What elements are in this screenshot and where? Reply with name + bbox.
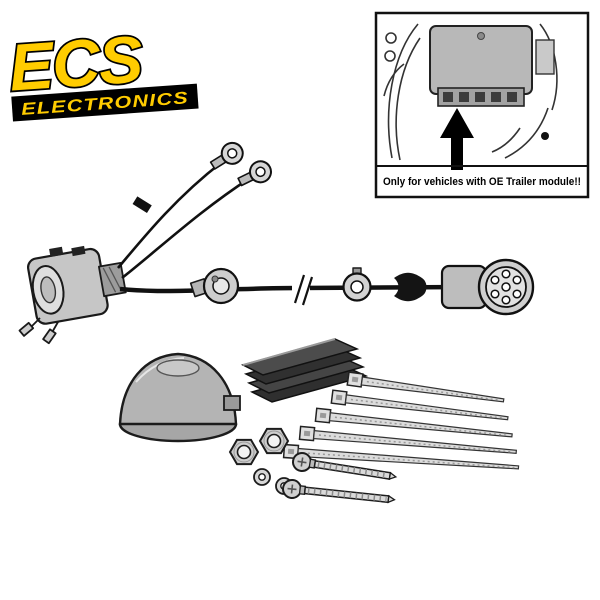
bolt bbox=[282, 479, 396, 504]
inline-connector-right bbox=[342, 267, 372, 302]
cable-tie-on-wires bbox=[132, 196, 152, 214]
hex-nuts bbox=[228, 427, 290, 466]
cable-tie bbox=[346, 371, 505, 403]
washer bbox=[253, 468, 271, 486]
ring-terminal bbox=[209, 141, 244, 170]
cable-tie bbox=[314, 407, 513, 438]
rubber-grommet-cover bbox=[118, 352, 241, 443]
towing-socket-housing bbox=[26, 245, 127, 325]
bolt bbox=[292, 452, 398, 481]
vehicle-sketch bbox=[383, 23, 558, 161]
spade-terminals bbox=[18, 317, 59, 345]
hex-nut bbox=[258, 427, 290, 455]
bolts bbox=[282, 452, 398, 504]
grommet-notch bbox=[223, 395, 241, 411]
cable-grommet bbox=[394, 272, 427, 302]
foam-pads bbox=[240, 338, 369, 403]
inline-connector-left bbox=[189, 267, 240, 305]
arrow-up-icon bbox=[440, 108, 474, 170]
cable-break-mark bbox=[292, 271, 314, 306]
oe-module-inset: Only for vehicles with OE Trailer module… bbox=[374, 11, 590, 199]
cable-tie bbox=[330, 389, 509, 421]
brand-logo: ECS ELECTRONICS bbox=[5, 20, 199, 122]
wiring-harness-kit bbox=[18, 141, 535, 345]
ring-terminal bbox=[237, 160, 272, 187]
oe-trailer-module bbox=[429, 25, 555, 107]
hex-nut bbox=[228, 438, 260, 466]
brand-bar bbox=[11, 83, 199, 122]
inset-caption: Only for vehicles with OE Trailer module… bbox=[383, 176, 581, 188]
module-pin-slots bbox=[443, 92, 517, 102]
brand-name: ECS bbox=[7, 21, 146, 104]
cable-tie bbox=[298, 425, 518, 454]
earth-wires bbox=[117, 160, 251, 280]
seven-pin-round-connector bbox=[440, 258, 535, 316]
